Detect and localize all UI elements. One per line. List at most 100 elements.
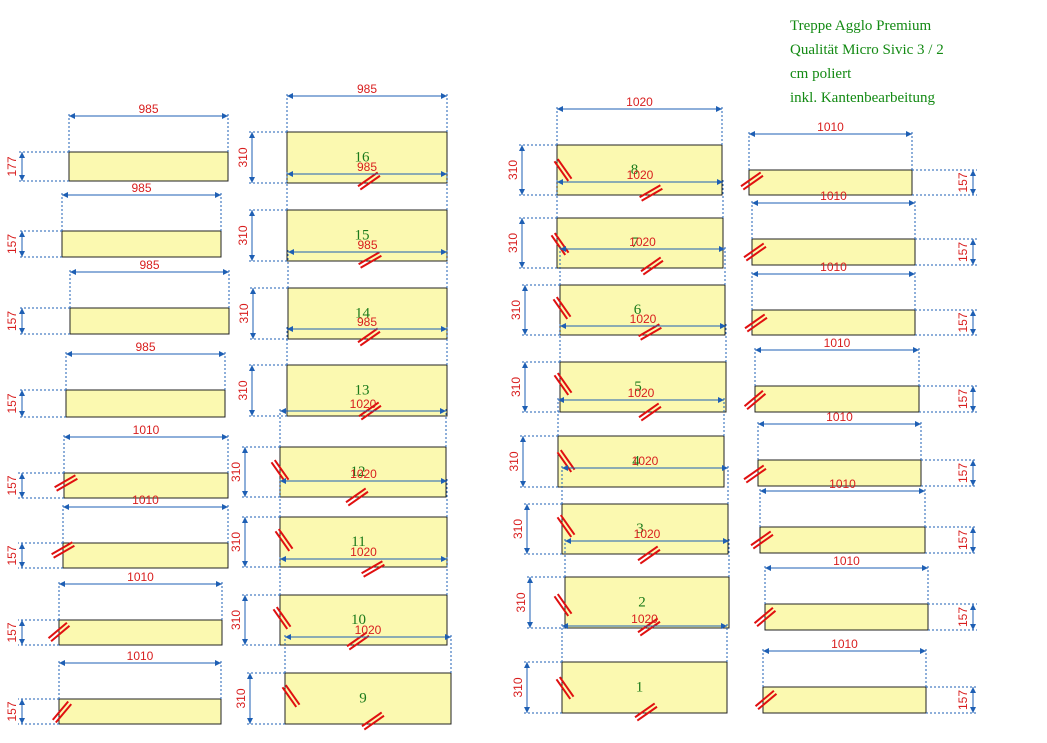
tread-13-width-dimension bbox=[287, 326, 447, 332]
riser-15-edge-mark bbox=[753, 606, 777, 628]
riser-3-panel bbox=[69, 307, 230, 335]
riser-12-width-dimension-arrow-right bbox=[913, 347, 919, 353]
riser-7-panel bbox=[58, 619, 223, 646]
tread-11-width-dimension-arrow-right bbox=[441, 478, 447, 484]
tread-8-depth-dimension bbox=[519, 145, 525, 195]
riser-14-edge-mark-stroke-a bbox=[750, 530, 772, 547]
riser-6-height-label: 157 bbox=[5, 545, 19, 565]
tread-5-width-dimension bbox=[560, 323, 726, 329]
riser-9-width-dimension bbox=[749, 131, 912, 137]
riser-16-height-dimension-arrow-top bbox=[970, 687, 976, 693]
riser-8-height-dimension-arrow-top bbox=[19, 699, 25, 705]
tread-1-depth-label: 310 bbox=[511, 677, 525, 697]
tread-11-edge-mark-1-stroke-a bbox=[277, 528, 294, 550]
riser-15-panel bbox=[764, 603, 929, 631]
riser-15-width-dimension-arrow-right bbox=[922, 565, 928, 571]
tread-3-panel bbox=[561, 503, 729, 555]
riser-16-height-dimension bbox=[970, 687, 976, 713]
riser-14-height-label: 157 bbox=[956, 530, 970, 550]
riser-12-width-dimension-arrow-left bbox=[755, 347, 761, 353]
tread-10-edge-mark-2-stroke-b bbox=[348, 634, 370, 651]
riser-5-width-dimension bbox=[64, 434, 228, 440]
riser-4-width-dimension bbox=[66, 351, 225, 357]
tread-7-width-dimension-arrow-right bbox=[717, 179, 723, 185]
tread-10-width-label: 1020 bbox=[350, 545, 377, 559]
tread-7-width-dimension bbox=[557, 179, 723, 185]
tread-15-edge-mark-1-stroke-b bbox=[360, 254, 382, 269]
tread-1-width-dimension bbox=[562, 623, 727, 629]
riser-9-edge-mark-stroke-a bbox=[740, 171, 762, 188]
riser-4-width-dimension-arrow-right bbox=[219, 351, 225, 357]
riser-15-height-label: 157 bbox=[956, 607, 970, 627]
riser-2-height-dimension bbox=[19, 231, 25, 257]
tread-1-depth-dimension bbox=[524, 662, 530, 713]
riser-6-width-label: 1010 bbox=[132, 493, 159, 507]
riser-8-width-dimension bbox=[59, 660, 221, 666]
tread-11-edge-mark-2-stroke-b bbox=[363, 563, 385, 578]
riser-15-height-dimension bbox=[970, 604, 976, 630]
tread-5-width-dimension-arrow-right bbox=[720, 323, 726, 329]
riser-5-edge-mark-stroke-a bbox=[54, 474, 76, 489]
tread-12-edge-mark-2-stroke-b bbox=[347, 490, 369, 507]
tread-1-edge-mark-2 bbox=[634, 702, 658, 722]
tread-11-step-number: 11 bbox=[351, 534, 365, 550]
riser-3-width-dimension-arrow-right bbox=[223, 269, 229, 275]
riser-8-height-dimension-arrow-bottom bbox=[19, 718, 25, 724]
riser-3-height-dimension-arrow-bottom bbox=[19, 328, 25, 334]
riser-12-height-dimension-arrow-bottom bbox=[970, 406, 976, 412]
tread-16-depth-dimension bbox=[249, 132, 255, 183]
riser-4-width-label: 985 bbox=[135, 340, 155, 354]
tread-13-width-label: 985 bbox=[357, 315, 377, 329]
tread-9-depth-dimension bbox=[247, 673, 253, 724]
tread-10-edge-mark-1 bbox=[272, 606, 292, 630]
riser-11-edge-mark bbox=[744, 313, 768, 333]
tread-7-edge-mark-2-stroke-a bbox=[640, 256, 662, 273]
tread-9-edge-mark-1-stroke-b bbox=[281, 686, 298, 708]
riser-10-edge-mark bbox=[743, 242, 767, 262]
riser-6-width-dimension-arrow-right bbox=[222, 504, 228, 510]
tread-13-panel bbox=[286, 364, 448, 417]
tread-16-depth-dimension-arrow-bottom bbox=[249, 177, 255, 183]
tread-4-depth-dimension-arrow-bottom bbox=[520, 481, 526, 487]
riser-13-height-dimension bbox=[970, 460, 976, 486]
tread-1-panel bbox=[561, 661, 728, 714]
tread-10-depth-dimension bbox=[242, 595, 248, 645]
tread-8-depth-dimension-arrow-top bbox=[519, 145, 525, 151]
riser-1-width-dimension-arrow-right bbox=[222, 113, 228, 119]
tread-2-width-label: 1020 bbox=[634, 527, 661, 541]
tread-13-depth-dimension-arrow-bottom bbox=[249, 410, 255, 416]
tread-1-width-dimension-arrow-right bbox=[721, 623, 727, 629]
riser-1-width-dimension bbox=[69, 113, 228, 119]
riser-8-panel bbox=[58, 698, 222, 725]
riser-7-width-dimension-arrow-right bbox=[216, 581, 222, 587]
tread-10-edge-mark-2-stroke-a bbox=[346, 631, 368, 648]
riser-11-height-dimension-arrow-bottom bbox=[970, 329, 976, 335]
riser-2-width-dimension-arrow-right bbox=[215, 192, 221, 198]
tread-14-width-dimension-arrow-left bbox=[288, 249, 294, 255]
riser-11-height-dimension-arrow-top bbox=[970, 310, 976, 316]
tread-13-edge-mark-1 bbox=[358, 401, 382, 421]
riser-6-edge-mark-stroke-a bbox=[51, 541, 73, 556]
tread-3-width-label: 1020 bbox=[632, 454, 659, 468]
tread-3-edge-mark-2-stroke-b bbox=[639, 548, 661, 565]
tread-13-step-number: 13 bbox=[355, 383, 370, 399]
riser-10-edge-mark-stroke-b bbox=[745, 245, 767, 262]
tread-5-edge-mark-1-stroke-b bbox=[553, 374, 570, 396]
tread-15-width-dimension-arrow-left bbox=[287, 171, 293, 177]
tread-3-depth-label: 310 bbox=[511, 519, 525, 539]
riser-12-width-label: 1010 bbox=[824, 336, 851, 350]
tread-5-depth-label: 310 bbox=[509, 377, 523, 397]
spec-notes: Treppe Agglo Premium Qualität Micro Sivi… bbox=[790, 14, 944, 110]
tread-8-width-dimension-arrow-right bbox=[716, 106, 722, 112]
riser-9-edge-mark-stroke-b bbox=[742, 174, 764, 191]
tread-12-depth-dimension bbox=[242, 447, 248, 497]
tread-13-depth-label: 310 bbox=[236, 380, 250, 400]
riser-13-height-dimension-arrow-bottom bbox=[970, 480, 976, 486]
tread-11-depth-dimension-arrow-bottom bbox=[242, 561, 248, 567]
tread-10-width-dimension-arrow-left bbox=[280, 556, 286, 562]
tread-2-depth-dimension-arrow-top bbox=[527, 577, 533, 583]
tread-11-depth-dimension-arrow-top bbox=[242, 517, 248, 523]
riser-16-width-dimension-arrow-right bbox=[920, 648, 926, 654]
riser-7-width-dimension bbox=[59, 581, 222, 587]
